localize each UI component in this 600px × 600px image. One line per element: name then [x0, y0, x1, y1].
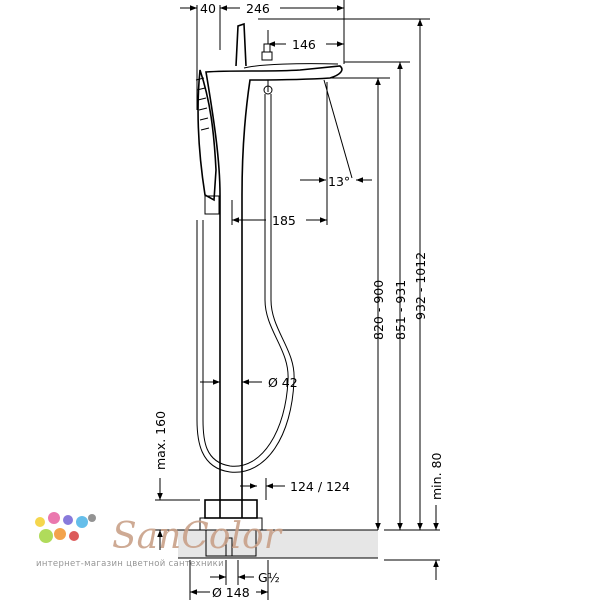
watermark-dot	[54, 528, 66, 540]
watermark-tagline: интернет-магазин цветной сантехники	[36, 559, 224, 569]
dim-height-range-1: 820 - 900	[371, 280, 386, 340]
watermark-dot	[63, 515, 73, 525]
dim-floor-height-min: min. 80	[429, 453, 444, 500]
dim-thread: G½	[258, 570, 280, 585]
dim-handle-offset: 146	[292, 37, 316, 52]
watermark-brand: SanColor	[112, 516, 283, 557]
base-plate	[199, 499, 263, 557]
dim-column-diameter: Ø 42	[268, 375, 298, 390]
watermark-dot	[69, 531, 79, 541]
dim-base-diameter: Ø 148	[212, 585, 250, 600]
watermark-dot	[76, 516, 88, 528]
dim-base-size: 124 / 124	[290, 479, 350, 494]
dimension-lines	[157, 5, 439, 595]
dim-height-range-3: 932 - 1012	[413, 252, 428, 320]
floor	[178, 529, 378, 559]
dim-spout-reach: 246	[246, 1, 270, 16]
watermark-dot	[39, 529, 53, 543]
watermark-dot	[35, 517, 45, 527]
hand-shower	[195, 69, 220, 215]
dim-column-to-spout: 185	[272, 213, 296, 228]
faucet-column	[196, 22, 343, 518]
dim-base-height-max: max. 160	[153, 411, 168, 470]
watermark-dots	[35, 512, 96, 543]
watermark-dot	[48, 512, 60, 524]
watermark-dot	[88, 514, 96, 522]
watermark: SanColor интернет-магазин цветной сантех…	[35, 512, 283, 569]
dim-height-range-2: 851 - 931	[393, 280, 408, 340]
dim-spout-angle: 13°	[328, 174, 350, 189]
dim-top-offset: 40	[200, 1, 216, 16]
